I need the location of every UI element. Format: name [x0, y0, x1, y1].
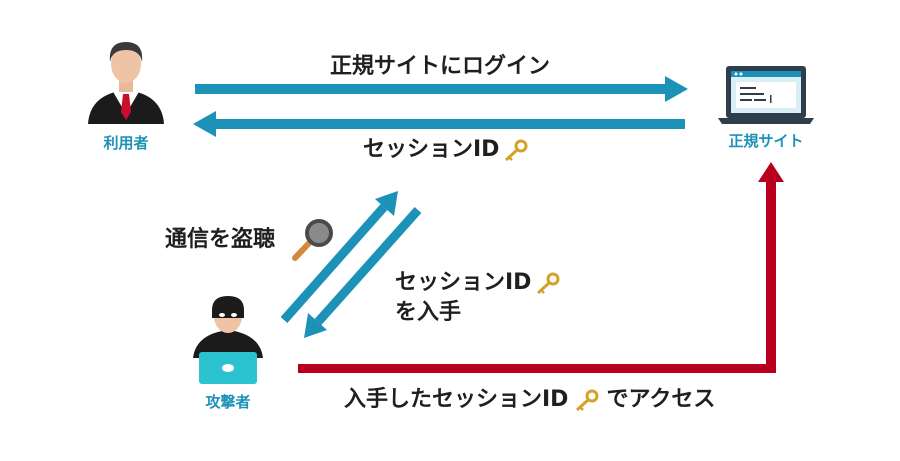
- obtain-label-line2: を入手: [395, 300, 462, 325]
- obtain-label-line1: セッションID: [395, 269, 561, 297]
- businessman-icon: [88, 42, 164, 124]
- obtain-session-id-text: セッションID: [395, 270, 532, 295]
- session-id-text: セッションID: [363, 137, 500, 162]
- site-caption: 正規サイト: [728, 132, 804, 150]
- key-icon: [576, 389, 599, 411]
- magnifier-icon: [292, 219, 333, 261]
- laptop-site-icon: [718, 66, 814, 124]
- key-icon: [505, 139, 528, 161]
- user-caption: 利用者: [103, 134, 149, 152]
- access-arrow: [298, 162, 784, 373]
- eavesdrop-arrow: [280, 191, 398, 323]
- access-label: 入手したセッションID でアクセス: [344, 386, 715, 414]
- eavesdrop-label: 通信を盗聴: [165, 227, 276, 252]
- key-icon: [537, 272, 560, 294]
- access-prefix-text: 入手したセッションID: [344, 387, 569, 412]
- session-id-arrow: [193, 111, 685, 137]
- login-arrow: [195, 76, 688, 102]
- attacker-caption: 攻撃者: [205, 393, 251, 411]
- obtain-arrow: [304, 207, 422, 338]
- login-label: 正規サイトにログイン: [330, 54, 551, 79]
- access-suffix-text: でアクセス: [606, 387, 716, 412]
- session-id-label: セッションID: [363, 136, 529, 164]
- hacker-icon: [193, 296, 263, 384]
